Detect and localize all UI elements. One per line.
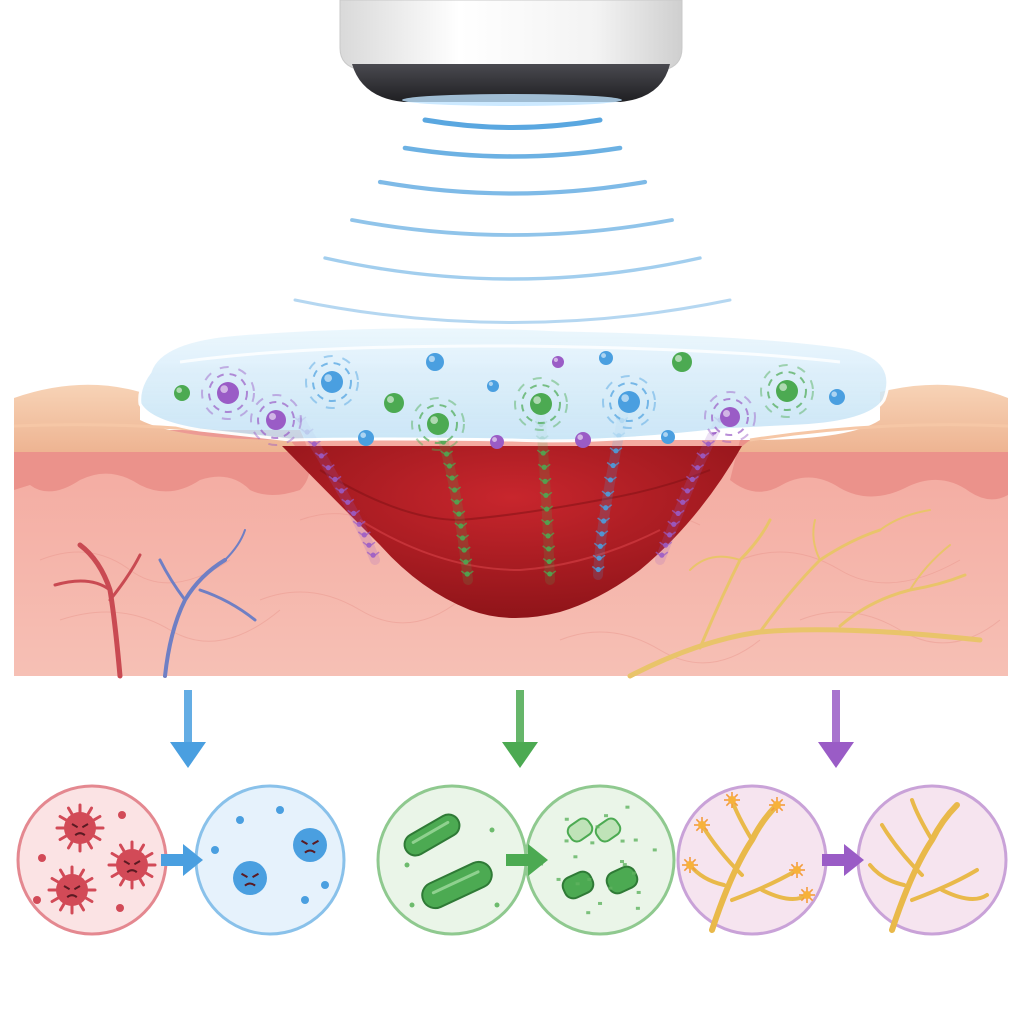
ultrasound-wave	[377, 179, 648, 196]
epidermis-right	[730, 440, 1008, 500]
ultrasound-wave	[422, 117, 603, 130]
particle-purple	[704, 391, 756, 443]
ultrasound-wave	[402, 145, 623, 159]
ultrasound-wave	[323, 256, 702, 281]
skin-cross-section	[13, 384, 1009, 679]
particle-blue	[305, 355, 359, 409]
arrow-down-icon	[502, 690, 538, 768]
particle-blue	[426, 353, 444, 371]
probe-emitter-glow	[402, 94, 622, 106]
particle-blue	[358, 430, 374, 446]
calm-nerve-icon	[856, 784, 1008, 936]
particle-purple	[552, 356, 564, 368]
ultrasound-wave	[350, 218, 674, 237]
particle-blue	[599, 351, 613, 365]
arrow-down-icon	[170, 690, 206, 768]
ultrasound-waves	[293, 117, 732, 324]
particle-blue	[661, 430, 675, 444]
particle-purple	[201, 366, 255, 420]
particle-green	[411, 397, 465, 451]
particle-blue	[602, 375, 656, 429]
calm-blue-cell-icon	[194, 784, 346, 936]
skin-surface-right	[735, 384, 1008, 452]
wound-bed	[282, 446, 742, 619]
particle-green	[384, 393, 404, 413]
arrow-down-icon	[818, 690, 854, 768]
coupling-gel	[138, 325, 890, 443]
particle-purple	[575, 432, 591, 448]
irritated-nerve-icon	[676, 784, 828, 936]
bacteria-icon	[376, 784, 528, 936]
particle-blue	[829, 389, 845, 405]
particle-pathway-green	[433, 425, 474, 585]
particle-green	[672, 352, 692, 372]
particle-green	[174, 385, 190, 401]
particle-purple	[250, 394, 302, 446]
particle-purple	[490, 435, 504, 449]
therapeutic-particles	[174, 351, 845, 451]
probe-transducer-ring	[352, 64, 670, 102]
ultrasound-wave	[293, 298, 732, 324]
skin-surface-left	[14, 384, 300, 452]
arrow-right-icon	[161, 844, 203, 876]
particle-green	[760, 364, 814, 418]
particle-blue	[487, 380, 499, 392]
nerve-fibers-icon	[627, 509, 983, 679]
arrow-right-icon	[506, 844, 548, 876]
particle-pathway-purple	[655, 415, 727, 565]
broken-bacteria-icon	[524, 784, 676, 936]
outcome-panels	[16, 690, 1008, 936]
arrow-right-icon	[822, 844, 864, 876]
ultrasound-probe-icon	[339, 0, 683, 106]
blood-vessels-icon	[53, 529, 257, 679]
angry-red-cell-icon	[16, 784, 168, 936]
particle-green	[514, 377, 568, 431]
